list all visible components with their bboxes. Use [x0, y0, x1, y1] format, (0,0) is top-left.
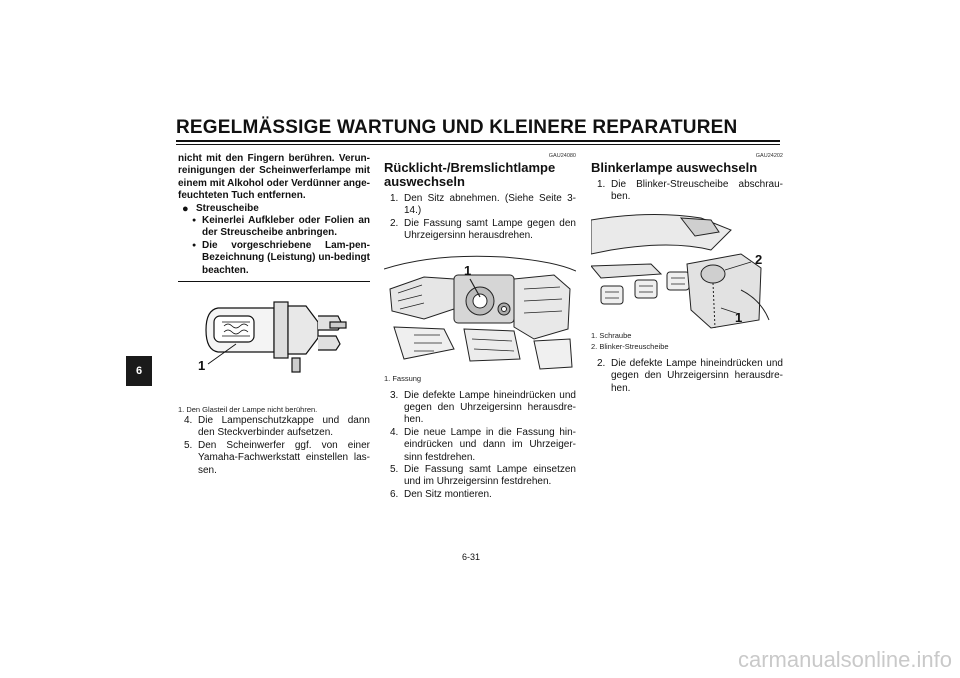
bullet-item: ● Streuscheibe — [182, 202, 259, 215]
figure-callout-1: 1 — [464, 263, 471, 278]
taillight-socket-figure: 1 — [384, 248, 576, 371]
sub-bullet-item: ● Die vorgeschriebene Lam-pen-Bezeichnun… — [192, 239, 370, 276]
step-item: 1. Den Sitz abnehmen. (Siehe Seite 3-14.… — [390, 193, 576, 217]
divider — [178, 281, 370, 283]
step-item: 6. Den Sitz montieren. — [390, 488, 492, 500]
bullet-small-dot-icon: ● — [192, 217, 197, 225]
step-item: 4. Die neue Lampe in die Fassung hin-ein… — [390, 426, 576, 463]
watermark-text: carmanualsonline.info — [737, 647, 952, 672]
step-item: 5. Die Fassung samt Lampe einsetzen und … — [390, 464, 576, 488]
column-2: GAU24080 Rücklicht-/Bremslichtlampe ausw… — [384, 153, 576, 501]
figure-caption: 1. Den Glasteil der Lampe nicht berühren… — [178, 405, 318, 415]
header-rule — [176, 140, 780, 142]
turn-signal-figure: 2 1 — [591, 213, 770, 329]
section-code: GAU24202 — [755, 153, 783, 159]
figure-callout-1: 1 — [198, 358, 205, 373]
step-item: 3. Die defekte Lampe hineindrücken und g… — [390, 389, 576, 426]
step-item: 1. Die Blinker-Streuscheibe abschrau-ben… — [597, 179, 783, 203]
step-item: 4. Die Lampenschutzkappe und dann den St… — [184, 415, 370, 439]
section-title: Rücklicht-/Bremslichtlampe auswechseln — [384, 160, 556, 189]
figure-caption: 2. Blinker-Streuscheibe — [591, 341, 669, 351]
figure-callout-1: 1 — [735, 310, 742, 325]
bullet-small-dot-icon: ● — [192, 241, 197, 249]
figure-caption: 1. Schraube — [591, 330, 632, 340]
step-item: 5. Den Scheinwerfer ggf. von einer Yamah… — [184, 439, 370, 476]
figure-caption: 1. Fassung — [384, 373, 422, 383]
page-title: REGELMÄSSIGE WARTUNG UND KLEINERE REPARA… — [176, 117, 738, 138]
chapter-tab: 6 — [126, 356, 152, 386]
header-rule-thin — [176, 144, 780, 145]
page-number: 6-31 — [462, 552, 481, 562]
sub-bullet-item: ● Keinerlei Aufkleber oder Folien an der… — [192, 215, 370, 239]
section-title: Blinkerlampe auswechseln — [591, 160, 758, 175]
headlight-bulb-figure: 1 — [198, 301, 347, 373]
figure-callout-2: 2 — [755, 252, 762, 267]
section-code: GAU24080 — [548, 153, 576, 159]
column-3: GAU24202 Blinkerlampe auswechseln 1. Die… — [591, 153, 783, 395]
warning-text: nicht mit den Fingern berühren. Verun-re… — [178, 153, 370, 202]
column-1: nicht mit den Fingern berühren. Verun-re… — [178, 153, 370, 477]
bullet-dot-icon: ● — [182, 202, 189, 215]
step-item: 2. Die Fassung samt Lampe gegen den Uhrz… — [390, 217, 576, 242]
step-item: 2. Die defekte Lampe hineindrücken und g… — [597, 357, 783, 394]
